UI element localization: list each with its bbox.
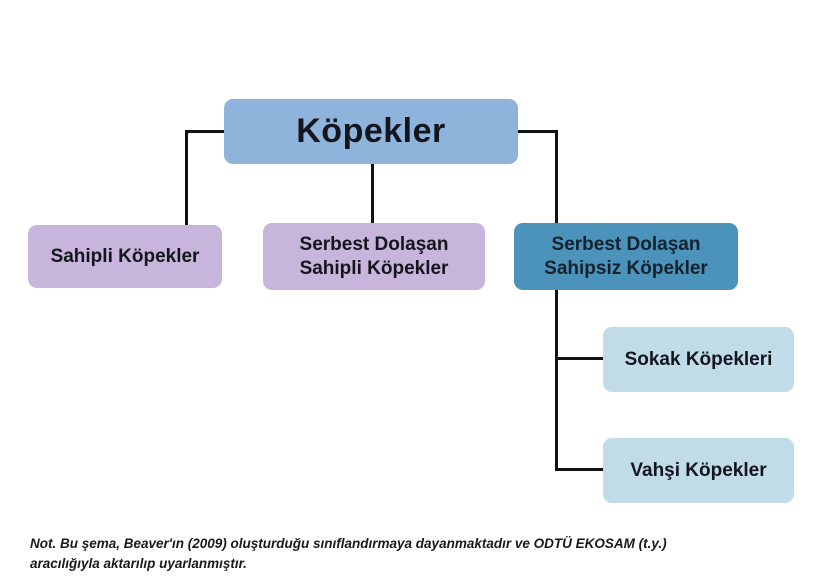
node-kopekler: Köpekler <box>224 99 518 164</box>
connector-root-right-horizontal <box>517 130 557 133</box>
connector-root-middle-vertical <box>371 163 374 224</box>
connector-root-left-horizontal <box>186 130 225 133</box>
node-serbest-dolasan-sahipsiz-kopekler: Serbest Dolaşan Sahipsiz Köpekler <box>514 223 738 290</box>
node-sokak-kopekleri: Sokak Köpekleri <box>603 327 794 392</box>
node-serbest-dolasan-sahipli-kopekler-label: Serbest Dolaşan Sahipli Köpekler <box>299 234 449 279</box>
source-note-line1: Not. Bu şema, Beaver'ın (2009) oluşturdu… <box>30 536 667 551</box>
connector-root-left-vertical <box>185 130 188 225</box>
node-vahsi-kopekler: Vahşi Köpekler <box>603 438 794 503</box>
node-sahipli-kopekler: Sahipli Köpekler <box>28 225 222 288</box>
node-serbest-dolasan-sahipsiz-kopekler-label: Serbest Dolaşan Sahipsiz Köpekler <box>544 234 708 279</box>
source-note-line2: aracılığıyla aktarılıp uyarlanmıştır. <box>30 556 247 571</box>
connector-unowned-trunk-vertical <box>555 289 558 471</box>
node-sokak-kopekleri-label: Sokak Köpekleri <box>624 348 773 370</box>
connector-feral-branch-horizontal <box>556 468 604 471</box>
node-sahipli-kopekler-label: Sahipli Köpekler <box>50 245 200 267</box>
node-kopekler-label: Köpekler <box>296 111 446 150</box>
node-vahsi-kopekler-label: Vahşi Köpekler <box>630 459 767 481</box>
connector-street-branch-horizontal <box>556 357 604 360</box>
connector-root-right-vertical <box>555 130 558 224</box>
node-serbest-dolasan-sahipli-kopekler: Serbest Dolaşan Sahipli Köpekler <box>263 223 485 290</box>
source-note: Not. Bu şema, Beaver'ın (2009) oluşturdu… <box>30 534 800 574</box>
